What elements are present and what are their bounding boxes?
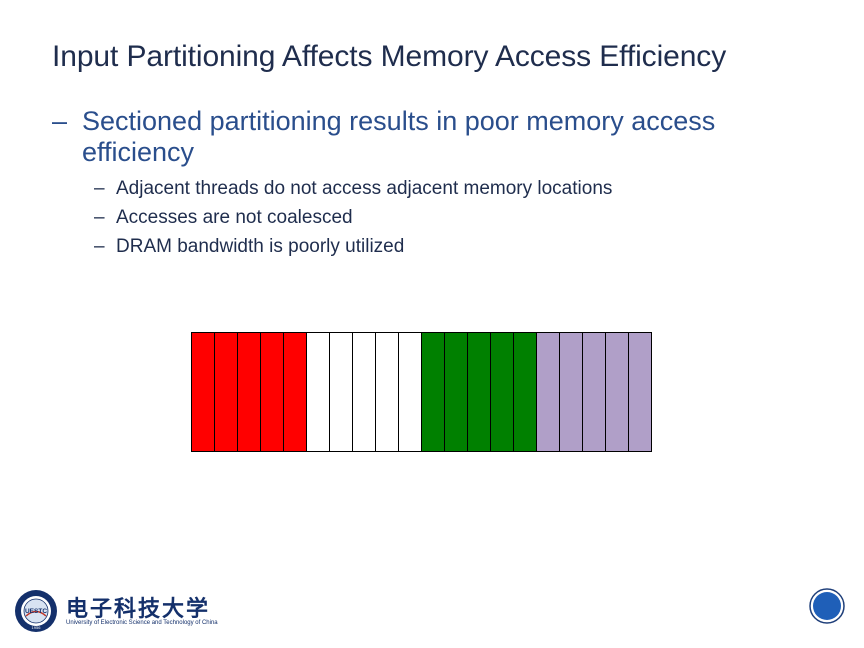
memory-cell: [444, 332, 468, 452]
uestc-emblem-icon: UESTC 1956: [15, 590, 57, 632]
subbullet-text: Accesses are not coalesced: [116, 207, 353, 228]
memory-cell: [513, 332, 537, 452]
memory-cell: [329, 332, 353, 452]
bullet-1: – Sectioned partitioning results in poor…: [52, 106, 792, 168]
emblem-year: 1956: [32, 625, 42, 630]
circle-nav-icon[interactable]: [809, 588, 845, 624]
memory-cell: [421, 332, 445, 452]
subbullet-text: DRAM bandwidth is poorly utilized: [116, 236, 405, 257]
subbullet-3: –DRAM bandwidth is poorly utilized: [94, 236, 404, 258]
memory-cell: [283, 332, 307, 452]
emblem-text: UESTC: [25, 608, 47, 615]
university-name-chinese: 电子科技大学: [66, 596, 211, 622]
memory-cell: [191, 332, 215, 452]
memory-cell: [467, 332, 491, 452]
bullet-dash: –: [52, 106, 68, 136]
subbullet-2: –Accesses are not coalesced: [94, 207, 353, 229]
slide-title: Input Partitioning Affects Memory Access…: [52, 40, 727, 73]
subbullet-dash: –: [94, 236, 105, 257]
memory-cell: [559, 332, 583, 452]
memory-cell: [375, 332, 399, 452]
subbullet-dash: –: [94, 178, 105, 199]
memory-cell: [306, 332, 330, 452]
memory-cell: [214, 332, 238, 452]
memory-cell: [605, 332, 629, 452]
memory-cell: [582, 332, 606, 452]
memory-cell: [352, 332, 376, 452]
memory-cell: [536, 332, 560, 452]
memory-cell: [237, 332, 261, 452]
memory-cell: [490, 332, 514, 452]
bullet-text: Sectioned partitioning results in poor m…: [82, 106, 716, 167]
memory-cell: [260, 332, 284, 452]
memory-cell: [398, 332, 422, 452]
subbullet-dash: –: [94, 207, 105, 228]
university-name-english: University of Electronic Science and Tec…: [66, 620, 218, 626]
subbullet-text: Adjacent threads do not access adjacent …: [116, 178, 613, 199]
memory-cell: [628, 332, 652, 452]
university-logo: UESTC 1956 电子科技大学 University of Electron…: [14, 589, 224, 635]
memory-partition-diagram: [191, 332, 672, 452]
subbullet-1: –Adjacent threads do not access adjacent…: [94, 178, 612, 200]
